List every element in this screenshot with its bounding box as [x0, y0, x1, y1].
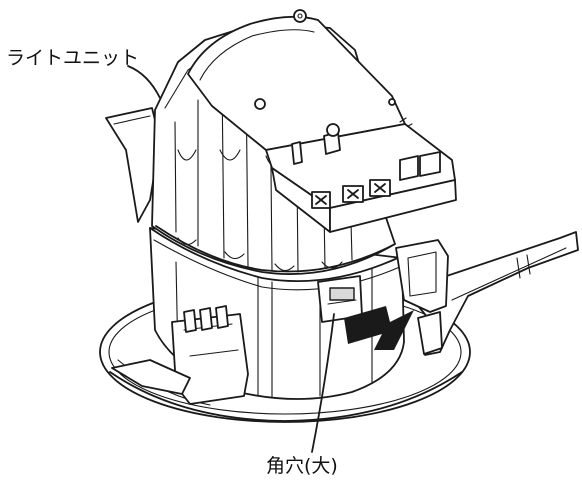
- left-mounting-spring: [105, 107, 161, 223]
- label-light-unit: ライトユニット: [6, 47, 140, 69]
- flange-bracket: [111, 359, 191, 395]
- label-square-hole-large: 角穴(大): [266, 455, 338, 477]
- front-left-connector: [171, 305, 249, 405]
- insertion-arrow: [344, 306, 414, 350]
- leader-square-hole: [311, 313, 335, 453]
- right-side-clip: [395, 239, 449, 355]
- terminal-block: [265, 117, 457, 233]
- leader-lines: [127, 65, 335, 453]
- leader-light-unit: [127, 65, 161, 99]
- top-cover-plate: [187, 9, 406, 151]
